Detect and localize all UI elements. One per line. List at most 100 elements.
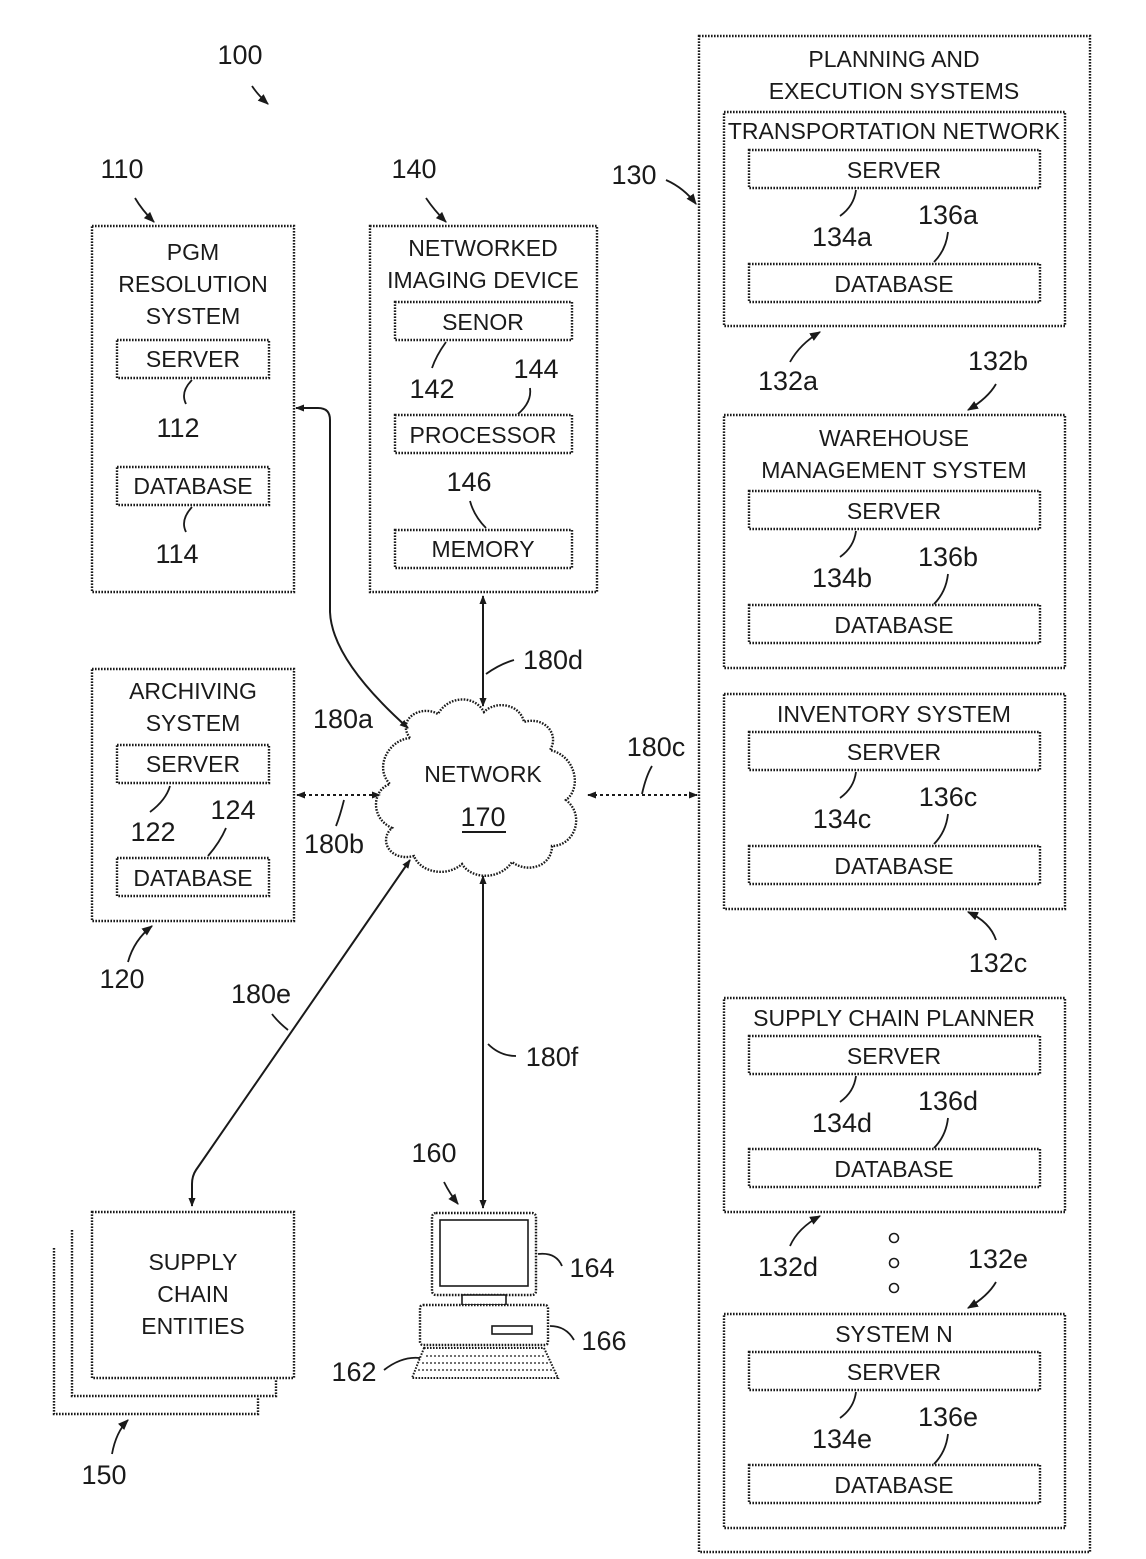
supply-chain-title-line-1: SUPPLY xyxy=(148,1249,237,1275)
keyboard-ref: 162 xyxy=(331,1357,376,1387)
unit-lead xyxy=(550,1326,574,1340)
system-server-label: SERVER xyxy=(847,1043,941,1069)
computer-screen xyxy=(440,1220,528,1286)
network-ref: 170 xyxy=(460,802,505,832)
system-ref: 132a xyxy=(758,366,819,396)
pgm-database-label: DATABASE xyxy=(133,473,252,499)
link-180b-lead xyxy=(336,800,344,826)
system-title: TRANSPORTATION NETWORK xyxy=(728,118,1061,144)
archiving-server-ref: 122 xyxy=(130,817,175,847)
figure-ref-arrow xyxy=(252,86,268,104)
imaging-ref-label: 140 xyxy=(391,154,436,184)
link-180d-lead xyxy=(486,660,514,674)
network-label: NETWORK xyxy=(424,761,542,787)
keyboard-lead xyxy=(384,1358,420,1370)
system-title-line-2: MANAGEMENT SYSTEM xyxy=(761,457,1026,483)
pgm-resolution-system: 110 PGM RESOLUTION SYSTEM SERVER 112 DAT… xyxy=(92,154,294,592)
planning-ref-arrow xyxy=(666,180,696,204)
processor-label: PROCESSOR xyxy=(410,422,557,448)
computer-stand xyxy=(462,1295,506,1305)
planning-title-line-1: PLANNING AND xyxy=(808,46,979,72)
networked-imaging-device: 140 NETWORKED IMAGING DEVICE SENOR 142 1… xyxy=(370,154,597,592)
system-title: INVENTORY SYSTEM xyxy=(777,701,1011,727)
archiving-ref-label: 120 xyxy=(99,964,144,994)
computer-keyboard xyxy=(412,1348,558,1378)
computer-ref-arrow xyxy=(444,1182,458,1204)
system-title: SUPPLY CHAIN PLANNER xyxy=(753,1005,1035,1031)
archiving-title-line-2: SYSTEM xyxy=(146,710,241,736)
system-ref: 132b xyxy=(968,346,1028,376)
imaging-title-line-2: IMAGING DEVICE xyxy=(387,267,579,293)
system-server-ref: 134a xyxy=(812,222,873,252)
system-server-ref: 134b xyxy=(812,563,872,593)
link-180b-label: 180b xyxy=(304,829,364,859)
system-title: SYSTEM N xyxy=(835,1321,953,1347)
pgm-server-ref: 112 xyxy=(156,413,199,443)
archiving-system: ARCHIVING SYSTEM SERVER 122 124 DATABASE… xyxy=(92,669,294,994)
computer-base-unit xyxy=(420,1305,548,1345)
figure-ref-label: 100 xyxy=(217,40,262,70)
computer-drive-slot xyxy=(492,1326,532,1334)
system-database-label: DATABASE xyxy=(834,271,953,297)
display-ref: 164 xyxy=(569,1253,614,1283)
pgm-database-ref: 114 xyxy=(155,539,198,569)
display-lead xyxy=(538,1254,562,1266)
pgm-title-line-1: PGM xyxy=(167,239,219,265)
planning-title-line-2: EXECUTION SYSTEMS xyxy=(769,78,1019,104)
system-database-ref: 136b xyxy=(918,542,978,572)
link-180a-label: 180a xyxy=(313,704,374,734)
computer: 160 164 166 162 xyxy=(331,1138,626,1387)
system-database-label: DATABASE xyxy=(834,1156,953,1182)
system-title-line-1: WAREHOUSE xyxy=(819,425,969,451)
link-180c-lead xyxy=(642,766,652,794)
archiving-title-line-1: ARCHIVING xyxy=(129,678,257,704)
pgm-title-line-3: SYSTEM xyxy=(146,303,241,329)
supply-chain-ref-arrow xyxy=(112,1420,128,1454)
system-database-ref: 136a xyxy=(918,200,979,230)
pgm-ref-arrow xyxy=(135,198,154,222)
supply-chain-entities: SUPPLY CHAIN ENTITIES 150 xyxy=(54,1212,294,1490)
system-ref: 132c xyxy=(969,948,1028,978)
system-server-ref: 134e xyxy=(812,1424,872,1454)
supply-chain-ref-label: 150 xyxy=(81,1460,126,1490)
system-server-ref: 134c xyxy=(813,804,872,834)
system-server-ref: 134d xyxy=(812,1108,872,1138)
link-180e-lead xyxy=(272,1014,288,1030)
system-server-label: SERVER xyxy=(847,1359,941,1385)
processor-ref: 144 xyxy=(513,354,558,384)
planning-execution-systems: 130 PLANNING AND EXECUTION SYSTEMS TRANS… xyxy=(611,36,1090,1552)
planning-ref-label: 130 xyxy=(611,160,656,190)
system-ref: 132d xyxy=(758,1252,818,1282)
pgm-ref-label: 110 xyxy=(100,154,143,184)
system-server-label: SERVER xyxy=(847,739,941,765)
imaging-ref-arrow xyxy=(426,198,446,222)
system-ref: 132e xyxy=(968,1244,1028,1274)
system-database-ref: 136c xyxy=(919,782,978,812)
system-database-ref: 136d xyxy=(918,1086,978,1116)
link-180f-lead xyxy=(488,1044,516,1056)
system-server-label: SERVER xyxy=(847,157,941,183)
link-180e-label: 180e xyxy=(231,979,291,1009)
pgm-server-label: SERVER xyxy=(146,346,240,372)
system-database-ref: 136e xyxy=(918,1402,978,1432)
archiving-database-label: DATABASE xyxy=(133,865,252,891)
system-database-label: DATABASE xyxy=(834,612,953,638)
pgm-title-line-2: RESOLUTION xyxy=(118,271,268,297)
system-database-label: DATABASE xyxy=(834,853,953,879)
memory-label: MEMORY xyxy=(431,536,534,562)
sensor-label: SENOR xyxy=(442,309,524,335)
figure-ref: 100 xyxy=(217,40,268,104)
system-database-label: DATABASE xyxy=(834,1472,953,1498)
archiving-ref-arrow xyxy=(128,926,152,962)
computer-ref-label: 160 xyxy=(411,1138,456,1168)
supply-chain-title-line-3: ENTITIES xyxy=(141,1313,245,1339)
supply-chain-title-line-2: CHAIN xyxy=(157,1281,229,1307)
link-180f-label: 180f xyxy=(526,1042,579,1072)
unit-ref: 166 xyxy=(581,1326,626,1356)
link-180c-label: 180c xyxy=(627,732,686,762)
archiving-database-ref: 124 xyxy=(210,795,255,825)
archiving-server-label: SERVER xyxy=(146,751,240,777)
memory-ref: 146 xyxy=(446,467,491,497)
sensor-ref: 142 xyxy=(409,374,454,404)
